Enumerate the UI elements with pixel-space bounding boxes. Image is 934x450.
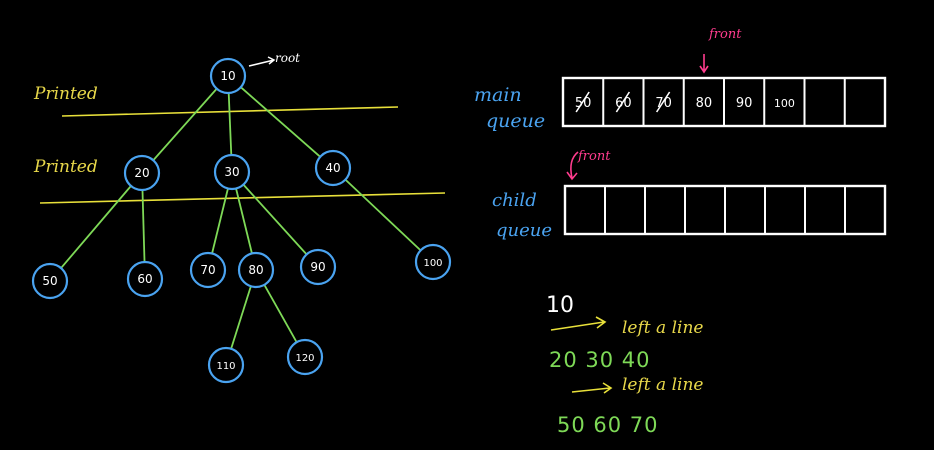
tree-node-80: 80 <box>237 251 275 289</box>
printed-label-2: Printed <box>33 157 98 177</box>
main-queue-strike-mark <box>575 91 590 113</box>
node-circle <box>314 149 352 187</box>
node-label: 60 <box>137 272 152 286</box>
root-arrow-icon <box>248 56 276 67</box>
node-circle <box>189 251 227 289</box>
node-label: 100 <box>423 258 442 269</box>
tree-node-40: 40 <box>314 149 352 187</box>
node-circle <box>207 346 245 384</box>
tree-node-30: 30 <box>213 153 251 191</box>
output-note1: left a line <box>622 318 703 338</box>
tree-edge-n40-n100 <box>344 178 422 252</box>
node-circle <box>126 260 164 298</box>
node-circle <box>414 243 452 281</box>
tree-node-10: 10 <box>209 57 247 95</box>
node-label: 120 <box>295 353 314 364</box>
tree-edge-n20-n60 <box>141 189 146 263</box>
node-label: 110 <box>216 361 235 372</box>
tree-edge-n80-n120 <box>263 284 298 343</box>
tree-edge-n30-n80 <box>235 188 253 254</box>
main-queue-cell-value: 100 <box>774 97 795 110</box>
main-queue-front-arrow-icon <box>699 54 709 74</box>
node-circle <box>31 262 69 300</box>
tree-edge-n80-n110 <box>230 285 252 350</box>
printed-label-1: Printed <box>33 84 98 104</box>
output-arrow1-icon <box>550 316 607 331</box>
tree-node-60: 60 <box>126 260 164 298</box>
output-arrow2-icon <box>571 382 613 394</box>
tree-edges <box>60 86 422 350</box>
child-queue-label-line1: child <box>492 190 537 211</box>
node-circle <box>213 153 251 191</box>
tree-node-90: 90 <box>299 248 337 286</box>
tree-node-50: 50 <box>31 262 69 300</box>
output-note2: left a line <box>622 375 703 395</box>
node-circle <box>209 57 247 95</box>
output-line3: 50 60 70 <box>557 413 659 437</box>
child-queue-front-label: front <box>577 149 611 164</box>
node-label: 10 <box>220 69 235 83</box>
main-queue-label-line1: main <box>474 84 522 106</box>
node-circle <box>237 251 275 289</box>
tree-edge-n30-n70 <box>211 188 229 254</box>
node-label: 90 <box>310 260 325 274</box>
node-label: 50 <box>42 274 57 288</box>
root-label: root <box>275 51 300 65</box>
main-queue-strike-mark <box>615 91 631 113</box>
tree-node-20: 20 <box>123 154 161 192</box>
tree-edge-n20-n50 <box>60 185 132 269</box>
divider-level-2 <box>39 192 446 204</box>
main-queue-strike-mark <box>655 91 671 113</box>
main-queue-label-line2: queue <box>486 110 545 132</box>
child-queue-label-line2: queue <box>496 220 552 241</box>
node-label: 40 <box>325 161 340 175</box>
child-queue-front-arrow-icon <box>566 151 579 181</box>
tree-edge-n10-n40 <box>240 86 321 158</box>
tree-edge-n30-n90 <box>242 183 308 256</box>
node-label: 70 <box>200 263 215 277</box>
main-queue-cell-value: 80 <box>696 96 713 111</box>
node-label: 30 <box>224 165 239 179</box>
main-queue-front-label: front <box>708 27 742 42</box>
tree-node-70: 70 <box>189 251 227 289</box>
tree-edge-n10-n20 <box>152 88 218 161</box>
output-line1: 10 <box>546 293 574 318</box>
tree-edge-n10-n30 <box>227 92 233 156</box>
node-circle <box>286 338 324 376</box>
tree-nodes: 10 20 30 40 50 60 70 80 90 100 110 120 <box>31 57 452 384</box>
node-circle <box>123 154 161 192</box>
tree-node-110: 110 <box>207 346 245 384</box>
main-queue-cell-value: 90 <box>736 96 753 111</box>
node-circle <box>299 248 337 286</box>
node-label: 80 <box>248 263 263 277</box>
child-queue-cells <box>604 186 846 234</box>
node-label: 20 <box>134 166 149 180</box>
output-line2: 20 30 40 <box>549 348 651 372</box>
tree-node-120: 120 <box>286 338 324 376</box>
tree-node-100: 100 <box>414 243 452 281</box>
